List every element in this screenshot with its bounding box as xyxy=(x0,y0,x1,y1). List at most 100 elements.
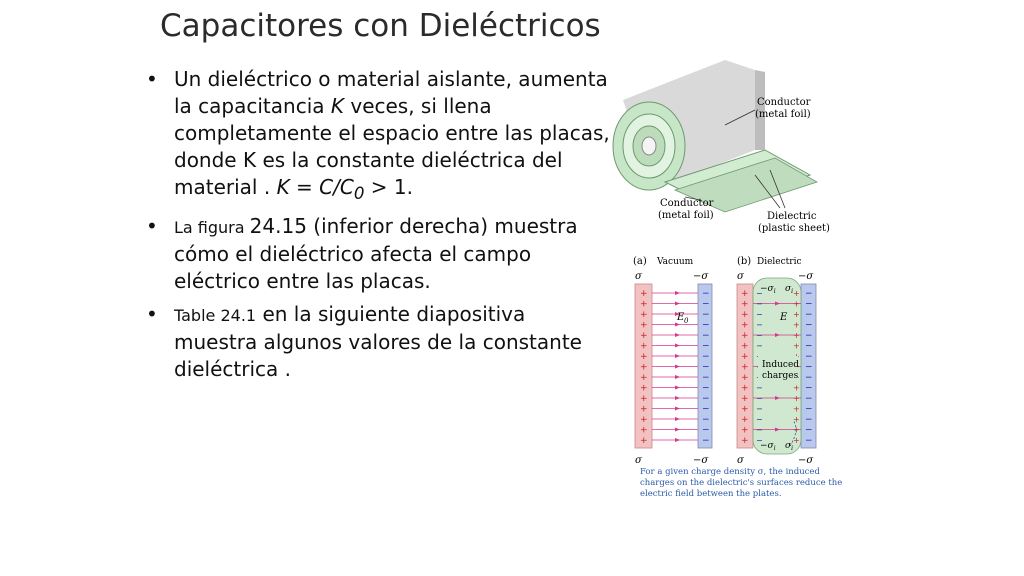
svg-text:−: − xyxy=(702,331,710,341)
svg-text:+: + xyxy=(741,415,749,425)
sigma-i-right: σi xyxy=(785,284,793,295)
svg-text:Induced: Induced xyxy=(762,360,799,370)
svg-text:−: − xyxy=(702,405,710,415)
svg-text:+: + xyxy=(793,342,800,351)
svg-text:−: − xyxy=(702,436,710,446)
svg-text:E: E xyxy=(779,312,788,323)
svg-text:+: + xyxy=(793,310,800,319)
svg-text:−: − xyxy=(805,384,813,394)
svg-text:−: − xyxy=(805,436,813,446)
svg-text:Dielectric: Dielectric xyxy=(757,257,802,267)
svg-text:(plastic sheet): (plastic sheet) xyxy=(758,223,830,234)
rolled-capacitor-illustration xyxy=(612,60,818,213)
svg-text:+: + xyxy=(640,310,648,320)
svg-text:σ: σ xyxy=(737,271,745,282)
svg-text:+: + xyxy=(640,373,648,383)
svg-text:−: − xyxy=(805,415,813,425)
svg-text:+: + xyxy=(640,394,648,404)
svg-text:−: − xyxy=(702,310,710,320)
bullet-dot: • xyxy=(146,67,158,91)
svg-text:Dielectric: Dielectric xyxy=(767,211,817,222)
bullet-list: • Un dieléctrico o material aislante, au… xyxy=(140,66,610,389)
svg-text:−: − xyxy=(805,373,813,383)
svg-text:−: − xyxy=(756,289,763,298)
svg-text:−: − xyxy=(805,321,813,331)
svg-text:−: − xyxy=(702,342,710,352)
svg-text:−: − xyxy=(756,331,763,340)
svg-text:+: + xyxy=(640,289,648,299)
svg-text:−: − xyxy=(702,289,710,299)
svg-text:+: + xyxy=(640,321,648,331)
svg-text:+: + xyxy=(793,331,800,340)
svg-text:−: − xyxy=(805,363,813,373)
svg-text:+: + xyxy=(640,331,648,341)
svg-text:σ: σ xyxy=(635,271,643,282)
svg-text:−: − xyxy=(805,331,813,341)
svg-text:+: + xyxy=(741,342,749,352)
svg-text:electric field between the pla: electric field between the plates. xyxy=(640,489,782,499)
svg-text:Conductor: Conductor xyxy=(660,198,714,209)
svg-text:+: + xyxy=(793,436,800,445)
bullet-dot: • xyxy=(146,302,158,326)
formula: K = C/C0 xyxy=(276,175,365,203)
svg-text:+: + xyxy=(640,436,648,446)
svg-text:(b): (b) xyxy=(737,256,751,267)
svg-text:−: − xyxy=(805,310,813,320)
svg-text:+: + xyxy=(741,394,749,404)
svg-text:−: − xyxy=(805,352,813,362)
sigma-i-bottom-left: −σi xyxy=(760,441,776,452)
svg-text:(metal foil): (metal foil) xyxy=(658,210,714,221)
svg-text:0: 0 xyxy=(684,317,689,325)
svg-text:−: − xyxy=(702,373,710,383)
field-lines-a: +−+−+−+−+−+−+−+−+−+−+−+−+−+−+− xyxy=(640,289,710,446)
svg-text:−: − xyxy=(702,426,710,436)
panel-a: (a) Vacuum σ −σ +−+−+−+−+−+−+−+−+−+−+−+−… xyxy=(633,256,713,466)
svg-text:+: + xyxy=(640,342,648,352)
svg-text:+: + xyxy=(741,321,749,331)
svg-text:+: + xyxy=(640,384,648,394)
svg-text:+: + xyxy=(741,384,749,394)
svg-text:Vacuum: Vacuum xyxy=(656,257,694,267)
svg-text:E: E xyxy=(676,312,685,323)
svg-text:charges on the dielectric's su: charges on the dielectric's surfaces red… xyxy=(640,478,842,488)
svg-text:−: − xyxy=(756,342,763,351)
svg-text:(a): (a) xyxy=(633,256,647,267)
svg-text:+: + xyxy=(640,300,648,310)
svg-text:+: + xyxy=(640,405,648,415)
svg-text:+: + xyxy=(741,405,749,415)
svg-text:−σ: −σ xyxy=(798,455,814,466)
dielectric-label: Dielectric (plastic sheet) xyxy=(754,169,830,234)
capacitor-figure: Conductor (metal foil) Conductor (metal … xyxy=(612,60,842,499)
svg-text:charges: charges xyxy=(762,371,799,381)
svg-text:−: − xyxy=(756,415,763,424)
panel-b: (b) Dielectric σ −σ +−−++−−++−−++−−++−−+… xyxy=(736,256,817,466)
svg-text:−: − xyxy=(805,289,813,299)
svg-text:+: + xyxy=(793,415,800,424)
svg-text:−: − xyxy=(702,363,710,373)
svg-text:+: + xyxy=(640,363,648,373)
svg-text:−: − xyxy=(702,300,710,310)
svg-text:+: + xyxy=(793,394,800,403)
svg-text:+: + xyxy=(793,384,800,393)
svg-text:For a given charge density σ,: For a given charge density σ, the induce… xyxy=(640,467,820,477)
conductor-bottom-label: Conductor (metal foil) xyxy=(658,196,714,221)
svg-text:+: + xyxy=(793,300,800,309)
sigma-i-left: −σi xyxy=(760,284,776,295)
svg-text:σ: σ xyxy=(737,455,745,466)
svg-text:−: − xyxy=(805,394,813,404)
svg-text:Conductor: Conductor xyxy=(757,97,811,108)
svg-text:−: − xyxy=(756,426,763,435)
svg-text:+: + xyxy=(741,352,749,362)
svg-text:+: + xyxy=(741,426,749,436)
svg-text:+: + xyxy=(640,426,648,436)
svg-text:+: + xyxy=(741,300,749,310)
bullet-item-2: • La figura 24.15 (inferior derecha) mue… xyxy=(146,214,578,293)
k-symbol: K xyxy=(330,94,344,118)
svg-text:+: + xyxy=(793,405,800,414)
svg-text:+: + xyxy=(640,415,648,425)
svg-text:−: − xyxy=(702,321,710,331)
svg-text:σ: σ xyxy=(635,455,643,466)
svg-text:−σ: −σ xyxy=(798,271,814,282)
svg-text:−σ: −σ xyxy=(693,271,709,282)
svg-text:−: − xyxy=(702,352,710,362)
